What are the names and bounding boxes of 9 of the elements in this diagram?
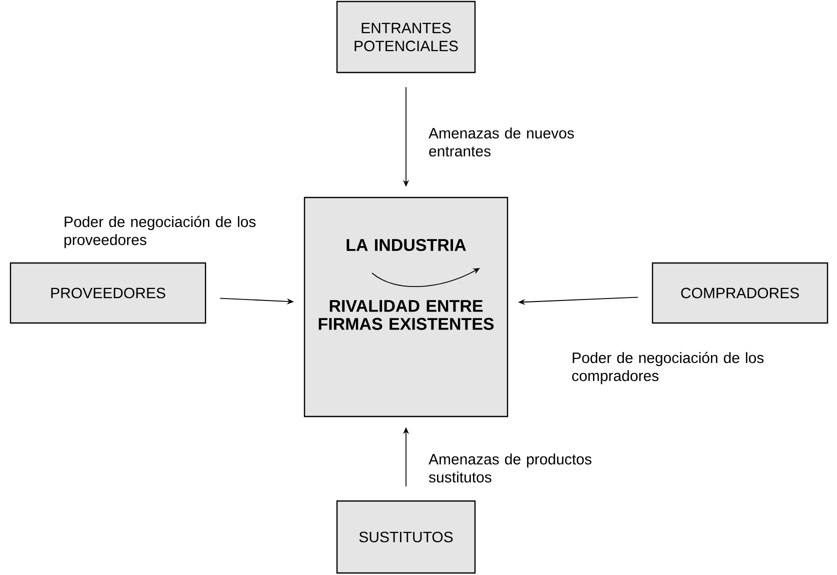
edge-label: Amenazas de productos sustitutos [428, 454, 592, 482]
edge-label: Amenazas de nuevos entrantes [428, 128, 574, 156]
edge-label: Poder de negociación de los proveedores [64, 216, 256, 248]
industry-box: LA INDUSTRIA RIVALIDAD ENTRE FIRMAS EXISTENTES [304, 196, 508, 418]
box: SUSTITUTOS [336, 500, 476, 574]
edge-label: Poder de negociación de los compradores [572, 352, 764, 384]
box: PROVEEDORES [10, 262, 206, 324]
box: ENTRANTES POTENCIALES [336, 0, 476, 74]
box: COMPRADORES [652, 262, 828, 324]
